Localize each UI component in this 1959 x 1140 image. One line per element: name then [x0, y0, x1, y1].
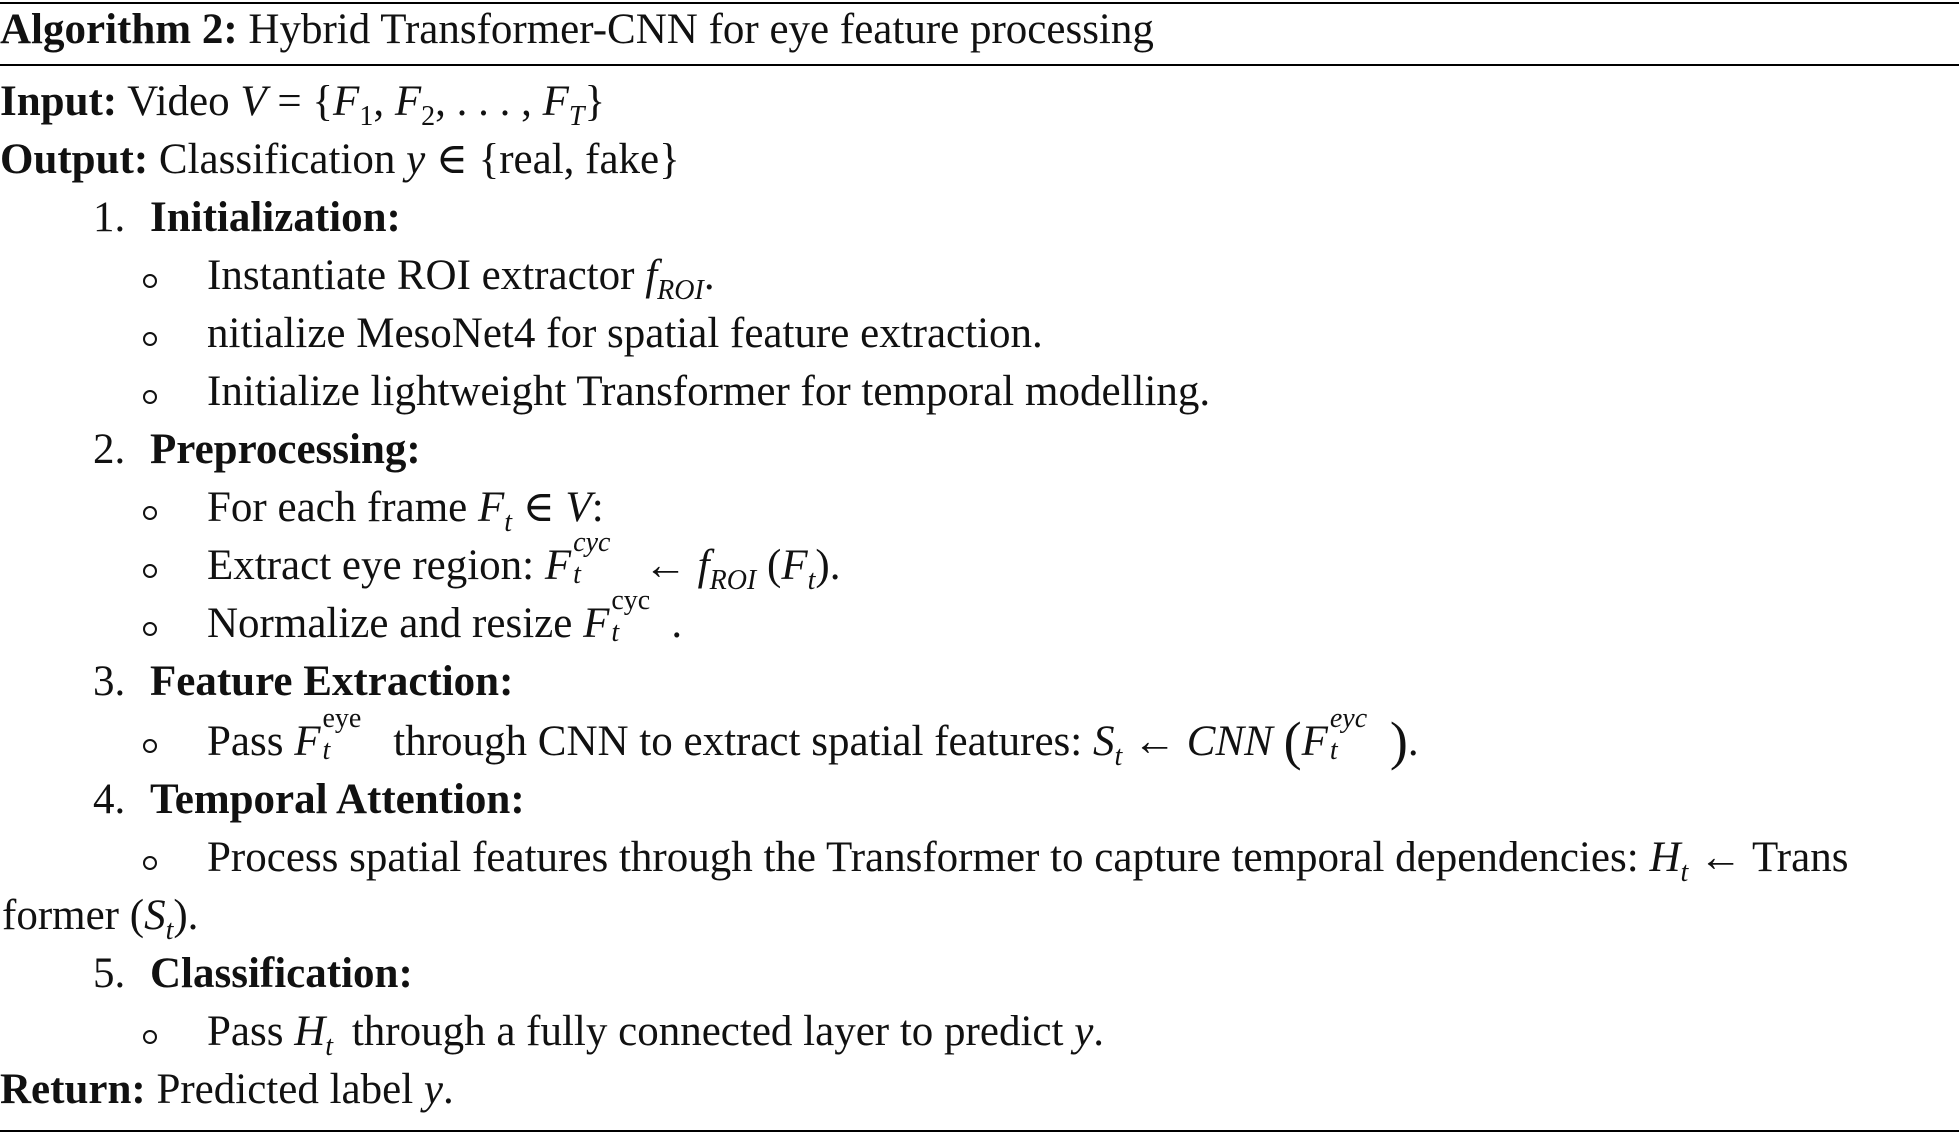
class-bullet-1: Pass Ht through a fully connected layer …	[207, 1008, 1105, 1062]
algorithm-label: Algorithm 2:	[0, 6, 238, 53]
input-line: Input: Video V = {F1, F2, . . . , FT}	[0, 78, 606, 132]
bullet-icon	[143, 1030, 157, 1044]
input-label: Input:	[0, 78, 118, 125]
output-set: {real, fake}	[478, 136, 680, 183]
bullet-icon	[143, 856, 157, 870]
output-label: Output:	[0, 136, 149, 183]
bullet-icon	[143, 564, 157, 578]
bullet-icon	[143, 506, 157, 520]
step-title: Classification:	[150, 950, 413, 997]
step-title: Preprocessing:	[150, 426, 421, 473]
step-title: Initialization:	[150, 194, 401, 241]
bullet-icon	[143, 274, 157, 288]
algorithm-title: Hybrid Transformer-CNN for eye feature p…	[248, 6, 1154, 53]
output-line: Output: Classification y ∈ {real, fake}	[0, 136, 680, 183]
header-rule	[0, 64, 1959, 66]
return-line: Return: Predicted label y.	[0, 1066, 454, 1113]
step-number: 4.	[93, 776, 126, 823]
step-5: 5. Classification:	[93, 948, 413, 1000]
bullet-icon	[143, 390, 157, 404]
input-formula: V	[240, 78, 267, 125]
init-bullet-3: Initialize lightweight Transformer for t…	[207, 368, 1211, 415]
bullet-icon	[143, 622, 157, 636]
bottom-rule	[0, 1130, 1959, 1132]
output-text: Classification	[158, 136, 396, 183]
step-2: 2. Preprocessing:	[93, 424, 421, 476]
bullet-icon	[143, 332, 157, 346]
bullet-icon	[143, 739, 157, 753]
return-text: Predicted label	[156, 1066, 414, 1113]
algorithm-header: Algorithm 2: Hybrid Transformer-CNN for …	[0, 4, 1154, 56]
step-number: 5.	[93, 950, 126, 997]
init-bullet-1: Instantiate ROI extractor fROI.	[207, 252, 715, 306]
temp-bullet-1: Process spatial features through the Tra…	[207, 834, 1849, 888]
step-3: 3. Feature Extraction:	[93, 656, 513, 708]
output-variable: y	[406, 136, 426, 183]
step-title: Feature Extraction:	[150, 658, 514, 705]
top-rule	[0, 2, 1959, 4]
temp-bullet-1-continued: former (St).	[2, 892, 199, 946]
pre-bullet-1: For each frame Ft ∈ V:	[207, 484, 604, 538]
step-4: 4. Temporal Attention:	[93, 774, 525, 826]
input-text: Video	[127, 78, 230, 125]
init-bullet-2: nitialize MesoNet4 for spatial feature e…	[207, 310, 1043, 357]
return-label: Return:	[0, 1066, 146, 1113]
step-1: 1. Initialization:	[93, 192, 401, 244]
step-number: 2.	[93, 426, 126, 473]
step-title: Temporal Attention:	[150, 776, 525, 823]
step-number: 1.	[93, 194, 126, 241]
step-number: 3.	[93, 658, 126, 705]
